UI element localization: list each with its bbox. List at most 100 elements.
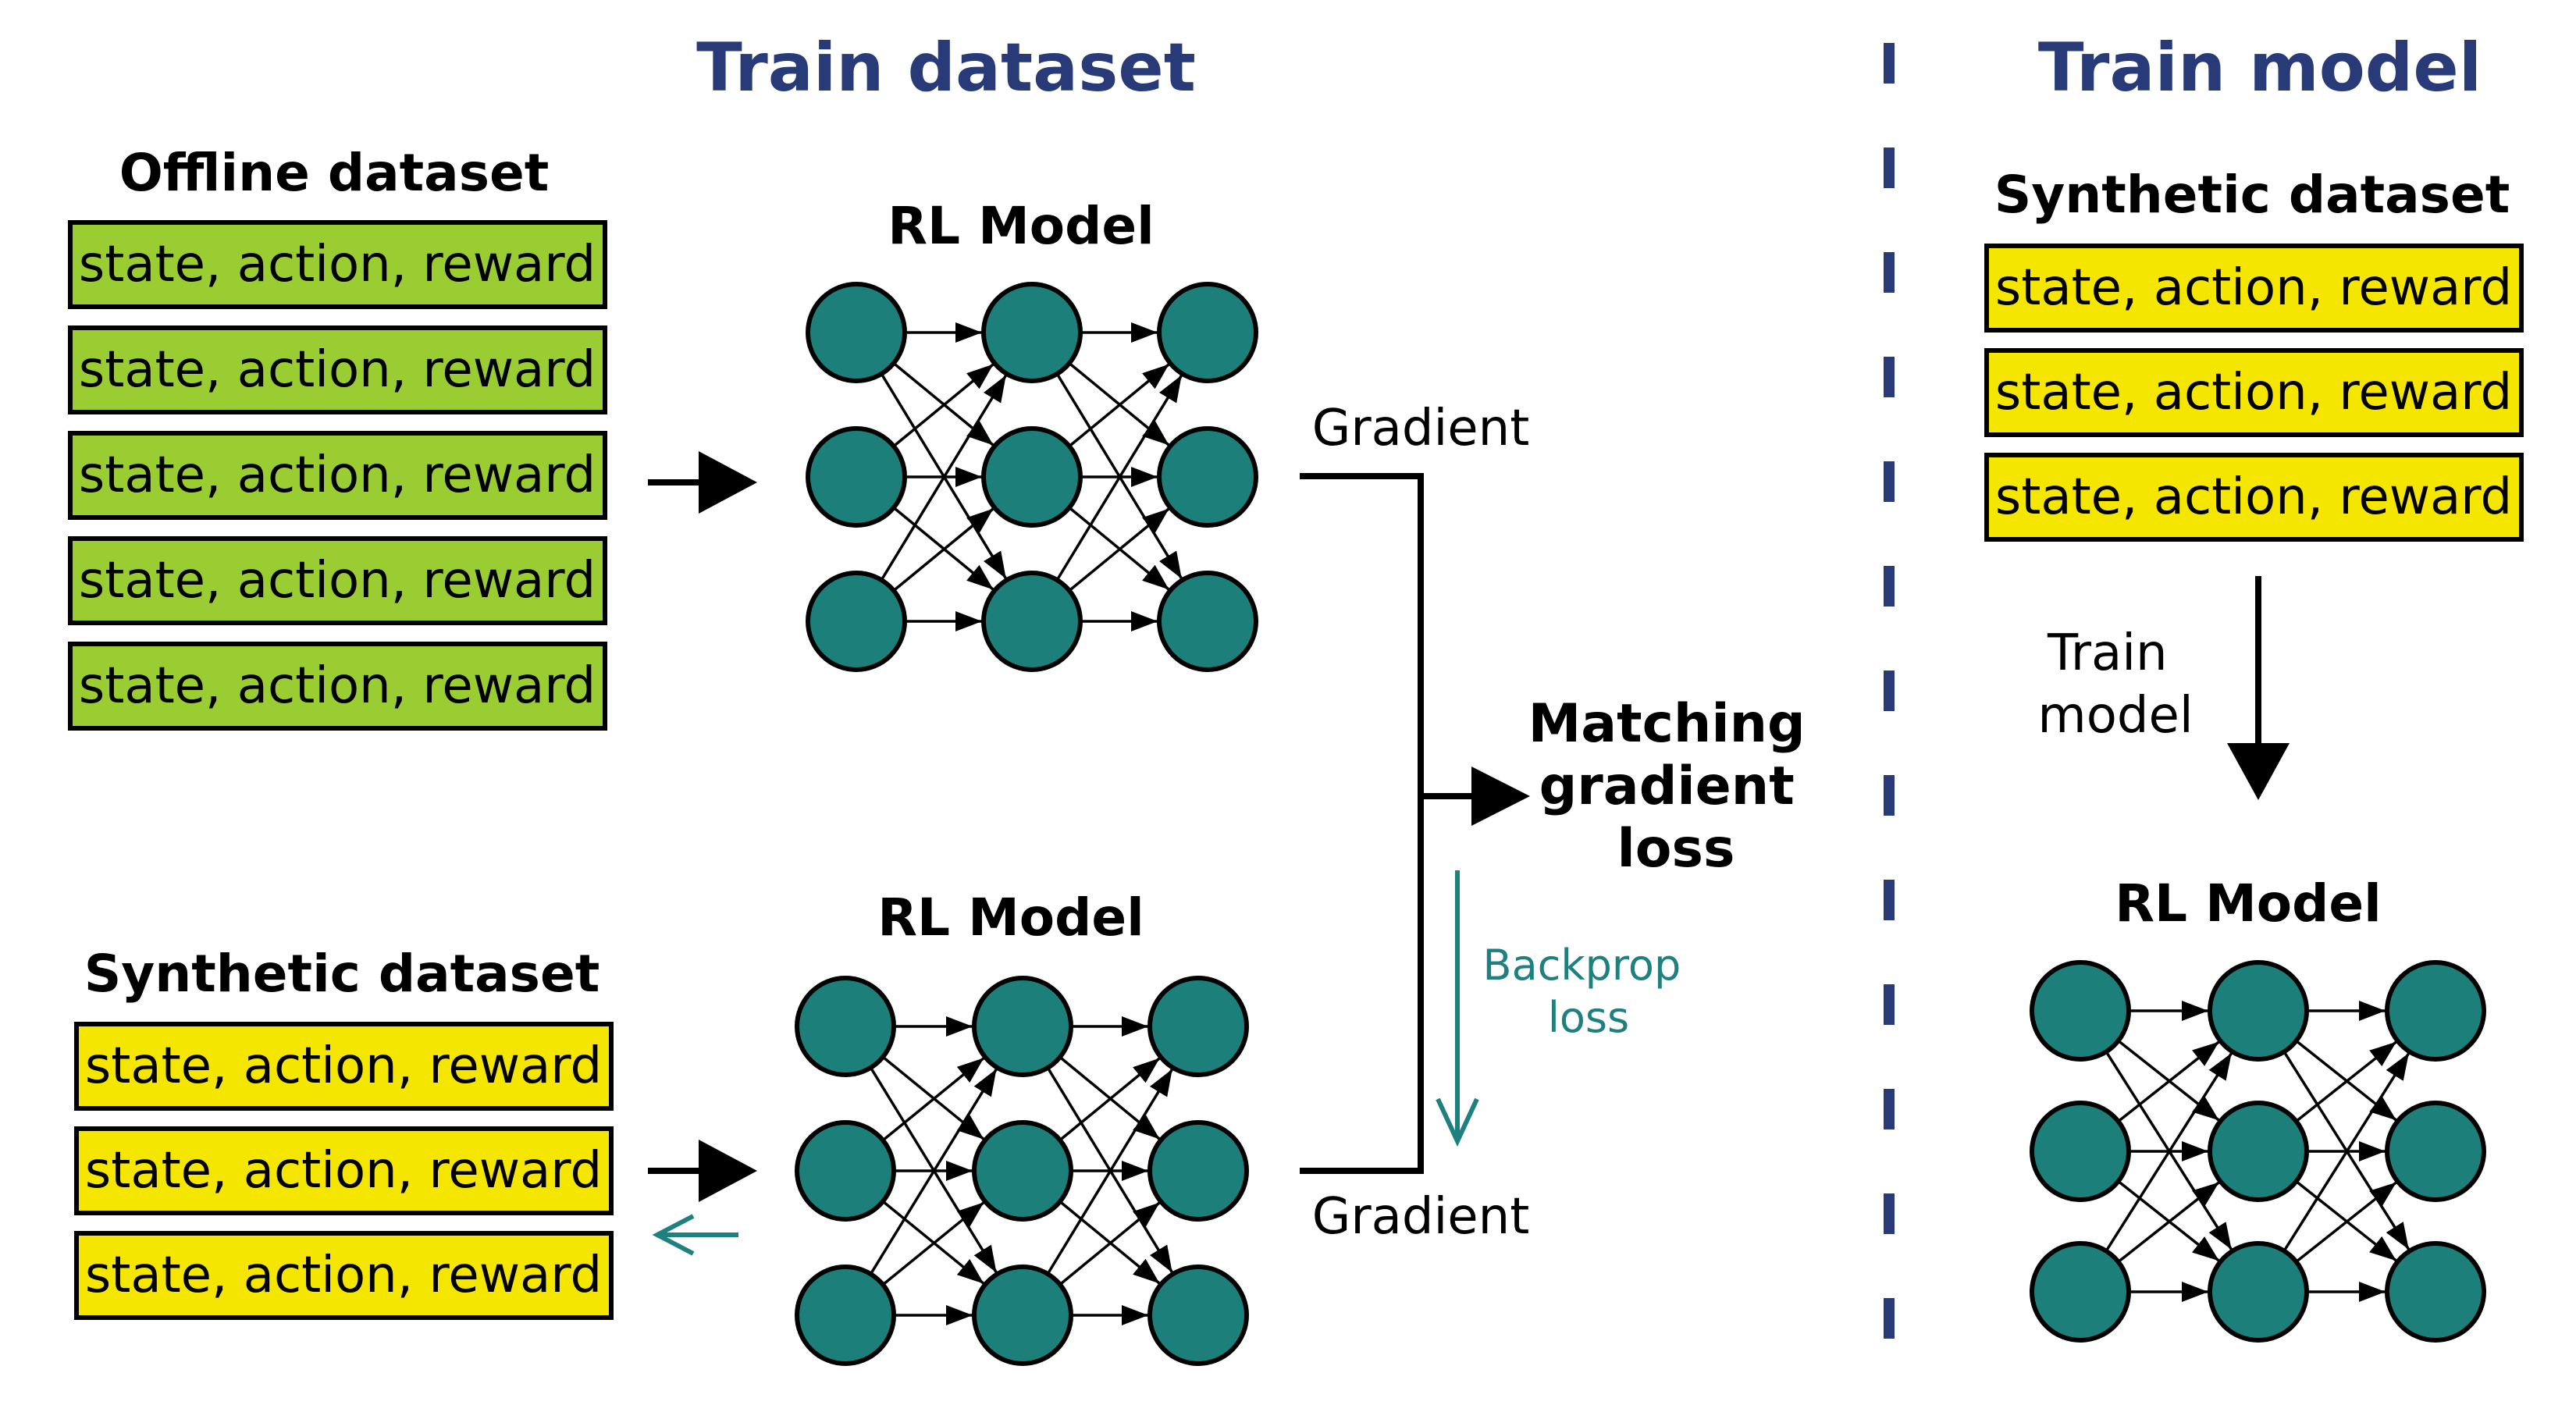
train-model-label: Train model [2037, 624, 2193, 745]
train-model-arrow [2227, 576, 2290, 800]
gradient-label-top: Gradient [1312, 400, 1530, 457]
net-node [1157, 282, 1258, 383]
backprop-arrow-down [1436, 870, 1479, 1147]
net-connection [1059, 1057, 1161, 1141]
offline-row-text: state, action, reward [79, 341, 596, 399]
loss-line-1: Matching [1528, 693, 1806, 755]
net-node [2385, 960, 2486, 1062]
rl-model-net-bottom [795, 976, 1249, 1366]
net-node [1147, 1120, 1249, 1222]
rl-model-net-top [806, 282, 1258, 672]
net-node [1147, 1264, 1249, 1366]
train-line-2: model [2037, 687, 2193, 745]
offline-dataset-rows: state, action, reward state, action, rew… [68, 220, 607, 731]
backprop-line-1: Backprop [1483, 941, 1681, 990]
net-node [2385, 1241, 2486, 1343]
net-node [2208, 1241, 2309, 1343]
net-connection [869, 1068, 998, 1275]
offline-row-text: state, action, reward [79, 236, 596, 293]
loss-line-2: gradient [1539, 756, 1795, 817]
net-node [806, 282, 907, 383]
net-connection [1068, 363, 1170, 447]
train-line-1: Train [2047, 624, 2168, 682]
net-node [795, 976, 896, 1077]
net-node [1157, 426, 1258, 528]
net-connection [880, 374, 1008, 581]
offline-row: state, action, reward [68, 536, 607, 625]
net-connection [892, 507, 994, 592]
rl-model-net-right [2030, 960, 2486, 1343]
matching-gradient-loss-label: Matching gradient loss [1528, 693, 1824, 880]
net-connection [881, 1201, 985, 1286]
offline-row: state, action, reward [68, 325, 607, 414]
offline-row: state, action, reward [68, 642, 607, 731]
train-model-title: Train model [2038, 29, 2482, 107]
net-node [795, 1120, 896, 1222]
net-connection [881, 1057, 985, 1142]
net-connection [2295, 1040, 2397, 1122]
input-arrow-bottom [648, 1140, 757, 1202]
backprop-line-2: loss [1548, 993, 1629, 1042]
net-connection [2282, 1052, 2411, 1252]
net-connection [2117, 1040, 2220, 1122]
synthetic-row-text: state, action, reward [1995, 468, 2512, 526]
net-connection [2105, 1052, 2233, 1252]
backprop-loss-label: Backprop loss [1483, 941, 1695, 1042]
net-node [972, 976, 1073, 1077]
net-node [2030, 960, 2131, 1062]
net-connection [1059, 1201, 1161, 1286]
net-node [2030, 1101, 2131, 1202]
synthetic-row-text: state, action, reward [85, 1247, 602, 1304]
net-connection [2117, 1181, 2220, 1263]
net-connection [1055, 374, 1183, 581]
net-node [1147, 976, 1249, 1077]
gradient-label-bottom: Gradient [1312, 1188, 1530, 1246]
net-node [2030, 1241, 2131, 1343]
input-arrow-top [648, 451, 757, 514]
offline-row-text: state, action, reward [79, 657, 596, 715]
synthetic-row-text: state, action, reward [85, 1142, 602, 1200]
net-node [795, 1264, 896, 1366]
net-node [972, 1120, 1073, 1222]
offline-row-text: state, action, reward [79, 446, 596, 504]
synthetic-dataset-rows-left: state, action, reward state, action, rew… [74, 1022, 614, 1320]
synthetic-row: state, action, reward [74, 1126, 614, 1215]
loss-arrow [1421, 767, 1530, 826]
synthetic-row: state, action, reward [1984, 244, 2524, 333]
net-connection [1046, 1068, 1174, 1275]
synthetic-dataset-title-left: Synthetic dataset [84, 944, 600, 1004]
synthetic-row: state, action, reward [1984, 348, 2524, 437]
net-node [806, 426, 907, 528]
net-node [2208, 1101, 2309, 1202]
loss-line-3: loss [1617, 818, 1735, 880]
synthetic-row-text: state, action, reward [1995, 259, 2512, 317]
net-connection [892, 363, 994, 447]
synthetic-dataset-rows-right: state, action, reward state, action, rew… [1984, 244, 2524, 542]
net-node [806, 571, 907, 672]
net-node [981, 571, 1083, 672]
offline-row-text: state, action, reward [79, 552, 596, 610]
net-connection [2295, 1181, 2397, 1263]
net-connection [1068, 507, 1170, 592]
offline-row: state, action, reward [68, 431, 607, 520]
backprop-arrow-left [652, 1214, 738, 1256]
net-node [2385, 1101, 2486, 1202]
synthetic-row: state, action, reward [1984, 453, 2524, 542]
synthetic-row: state, action, reward [74, 1022, 614, 1111]
net-node [1157, 571, 1258, 672]
net-node [981, 426, 1083, 528]
rl-model-label-bottom: RL Model [877, 887, 1144, 948]
synthetic-row-text: state, action, reward [1995, 364, 2512, 422]
offline-dataset-title: Offline dataset [119, 143, 550, 203]
synthetic-row: state, action, reward [74, 1231, 614, 1320]
rl-model-label-right: RL Model [2115, 873, 2382, 934]
synthetic-dataset-title-right: Synthetic dataset [1994, 165, 2510, 225]
net-node [981, 282, 1083, 383]
train-dataset-title: Train dataset [696, 29, 1196, 107]
gradient-bracket [1300, 473, 1424, 1174]
net-node [972, 1264, 1073, 1366]
net-node [2208, 960, 2309, 1062]
offline-row: state, action, reward [68, 220, 607, 309]
rl-model-label-top: RL Model [888, 196, 1155, 256]
